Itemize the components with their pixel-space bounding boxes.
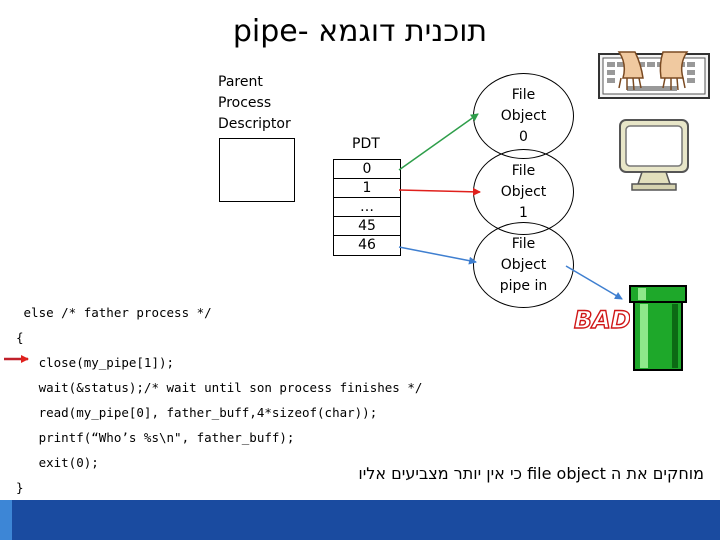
- code-line-wait: wait(&status);/* wait until son process …: [16, 380, 423, 395]
- monitor-icon: [619, 119, 689, 191]
- bad-stamp-icon: BAD: [573, 305, 630, 334]
- file-object-pipe-in: File Object pipe in: [473, 222, 574, 308]
- pdt-row-46: 46: [358, 237, 376, 253]
- slide-title: תוכנית דוגמא -pipe: [232, 14, 488, 49]
- code-line-printf: printf(“Who’s %s\n", father_buff);: [16, 430, 295, 445]
- bottom-bar-stripe: [0, 500, 12, 540]
- parent-process-descriptor-box: [219, 138, 295, 202]
- code-line-open-brace: {: [16, 330, 24, 345]
- pdt-row-1: 1: [334, 179, 400, 198]
- pipe-icon: [629, 285, 687, 371]
- parent-process-descriptor-label: Parent Process Descriptor: [218, 74, 291, 132]
- code-line-else: else /* father process */: [16, 305, 212, 320]
- code-line-read: read(my_pipe[0], father_buff,4*sizeof(ch…: [16, 405, 378, 420]
- code-line-close-pipe: close(my_pipe[1]);: [16, 355, 175, 370]
- pdt-label: PDT: [352, 136, 380, 152]
- arrow-fd46-to-pipe-in: [398, 246, 477, 265]
- footer-note: מוחקים את ה file object כי אין יותר מצבי…: [358, 464, 704, 483]
- pdt-table: 0 1 … 45 46: [333, 159, 401, 256]
- pdt-row-ellipsis: …: [334, 198, 400, 217]
- bottom-bar: [0, 500, 720, 540]
- arrow-fd0-to-file-object-0: [398, 113, 479, 171]
- code-line-close-brace: }: [16, 480, 24, 495]
- arrow-pipe-in-to-pipe-icon: [565, 265, 623, 300]
- keyboard-hands-icon: [598, 51, 710, 99]
- code-line-exit: exit(0);: [16, 455, 99, 470]
- bad-stamp-text: BAD: [574, 306, 630, 334]
- pdt-row-0: 0: [334, 160, 400, 179]
- pdt-row-45: 45: [334, 217, 400, 236]
- arrow-fd1-to-file-object-1: [398, 187, 481, 196]
